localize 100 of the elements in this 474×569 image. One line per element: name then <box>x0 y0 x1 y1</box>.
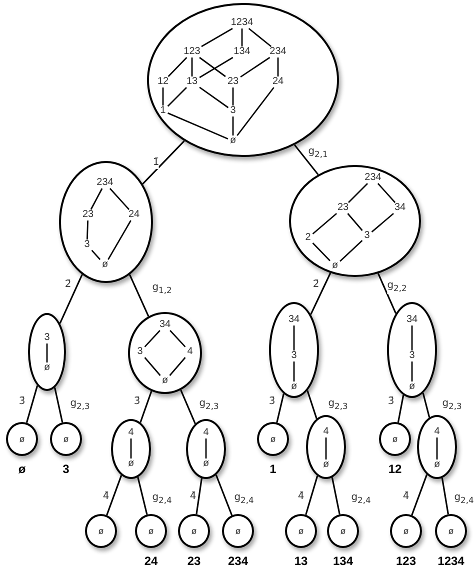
edge-label: g$_{2,3}$ <box>328 398 348 412</box>
edge-label: g$_{1,2}$ <box>152 282 172 296</box>
subset-label: 12 <box>388 462 402 476</box>
leaf-circle: ø <box>390 514 422 548</box>
lattice-line <box>86 220 89 240</box>
subset-label: 234 <box>228 554 248 568</box>
set-label: 23 <box>336 203 350 213</box>
lattice-line <box>90 188 103 210</box>
edge-label: 1̄ <box>152 157 160 169</box>
lattice-line <box>236 87 274 136</box>
lattice-line <box>199 86 229 108</box>
set-label: 134 <box>232 47 252 57</box>
lattice-line <box>436 438 438 460</box>
edge-label: g$_{2,4}$ <box>152 492 172 506</box>
lattice-line <box>411 362 413 382</box>
set-label: 12 <box>156 77 170 87</box>
set-label: 1 <box>159 106 167 116</box>
subset-label: 3 <box>62 462 70 476</box>
set-label: 24 <box>127 210 141 220</box>
ellipse-node <box>269 302 319 398</box>
leaf-circle: ø <box>435 514 467 548</box>
lattice-line <box>325 438 327 460</box>
set-label: ø <box>126 459 136 469</box>
set-label: 3 <box>290 351 298 361</box>
edge-label: g$_{2,3}$ <box>199 398 219 412</box>
set-label: ø <box>202 459 210 469</box>
connector-line <box>26 385 38 423</box>
leaf-circle: ø <box>327 514 359 548</box>
subset-label: ø <box>18 462 26 476</box>
lattice-line <box>130 438 132 458</box>
ellipse-node <box>186 419 226 479</box>
lattice-line <box>144 330 160 348</box>
subset-label: 1234 <box>438 554 464 568</box>
set-label: ø <box>228 136 238 146</box>
lattice-line <box>167 87 187 107</box>
lattice-line <box>241 28 243 46</box>
lattice-line <box>205 438 207 458</box>
set-label: 34 <box>158 320 172 330</box>
lattice-line <box>169 357 186 376</box>
lattice-line <box>91 250 101 260</box>
set-label: ø <box>160 376 170 386</box>
edge-label: g$_{2,4}$ <box>351 492 371 506</box>
ellipse-node <box>417 415 457 479</box>
set-label: ø <box>100 260 110 270</box>
leaf-circle: ø <box>222 514 254 548</box>
lattice-line <box>293 326 295 350</box>
lattice-line <box>312 212 338 234</box>
set-label: ø <box>408 382 416 392</box>
set-label: ø <box>330 261 340 271</box>
ellipse-node <box>387 302 437 398</box>
lattice-line <box>347 213 363 231</box>
set-label: ø <box>42 363 52 373</box>
leaf-circle: ø <box>257 422 289 456</box>
connector-line <box>441 478 449 514</box>
lattice-line <box>293 362 295 382</box>
connector-line <box>397 394 404 422</box>
set-label: 3 <box>408 351 416 361</box>
set-label: ø <box>290 382 298 392</box>
set-label: 3 <box>43 333 51 343</box>
lattice-line <box>168 57 188 77</box>
set-label: 234 <box>364 173 382 183</box>
set-label: 24 <box>271 77 285 87</box>
leaf-circle: ø <box>285 514 317 548</box>
connector-line <box>276 394 284 423</box>
connector-line <box>142 140 185 184</box>
edge-label: g$_{2,3}$ <box>70 398 90 412</box>
set-label: 4 <box>433 427 441 437</box>
set-label: 4 <box>186 347 194 357</box>
lattice-line <box>199 56 226 78</box>
set-label: 3 <box>229 106 237 116</box>
connector-line <box>306 390 318 419</box>
lattice-line <box>170 330 186 348</box>
lattice-line <box>109 188 130 210</box>
set-label: 34 <box>393 203 407 213</box>
lattice-line <box>348 183 368 203</box>
ellipse-node <box>111 419 151 479</box>
lattice-line <box>162 88 164 106</box>
subset-label: 24 <box>144 554 158 568</box>
set-label: 4 <box>202 428 210 438</box>
leaf-circle: ø <box>135 514 167 548</box>
leaf-circle: ø <box>50 422 82 456</box>
set-label: 3 <box>363 231 371 241</box>
connector-line <box>294 144 319 176</box>
leaf-circle: ø <box>6 422 38 456</box>
lattice-line <box>191 58 193 76</box>
set-label: 3 <box>136 347 144 357</box>
lattice-line <box>201 28 233 48</box>
subset-label: 134 <box>332 554 354 568</box>
connector-line <box>106 475 122 516</box>
lattice-line <box>232 116 234 136</box>
subset-label: 123 <box>396 554 416 568</box>
ellipse-node <box>306 415 346 479</box>
set-label: 2 <box>304 233 312 243</box>
edge-label: g$_{2,2}$ <box>387 280 407 294</box>
set-label: 3 <box>83 240 91 250</box>
lattice-line <box>232 88 234 106</box>
lattice-line <box>248 28 272 48</box>
connector-line <box>377 273 397 314</box>
set-label: 123 <box>182 47 202 57</box>
lattice-line <box>371 212 394 232</box>
